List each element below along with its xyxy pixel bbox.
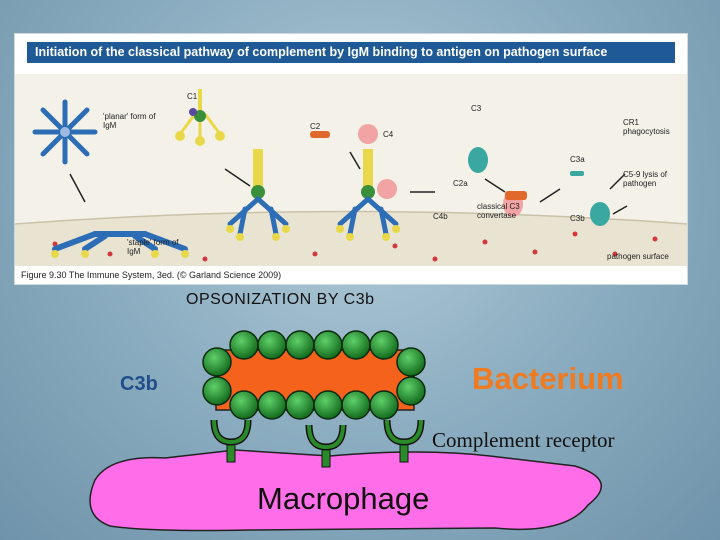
label-c3b: C3b [570, 214, 585, 223]
c3-convertase-icon [503, 191, 527, 217]
complement-receptor-1 [210, 419, 252, 463]
figure-header: Initiation of the classical pathway of c… [15, 34, 687, 74]
arrow-icon [224, 168, 251, 187]
complement-receptor-2 [305, 424, 347, 468]
planar-igm-core [60, 127, 70, 137]
bacterium-label: Bacterium [472, 361, 624, 396]
c2-icon [310, 131, 330, 138]
figure-title: Initiation of the classical pathway of c… [27, 42, 675, 63]
complement-receptor-label: Complement receptor [432, 428, 615, 452]
figure-caption-text: Figure 9.30 The Immune System, 3ed. (© G… [21, 270, 282, 280]
label-c4b: C4b [433, 212, 448, 221]
label-c4: C4 [383, 130, 394, 139]
bound-complex-icon-2 [336, 149, 400, 241]
label-c59: C5-9 lysis of pathogen [623, 170, 668, 188]
label-c2: C2 [310, 122, 321, 131]
figure-caption: Figure 9.30 The Immune System, 3ed. (© G… [15, 266, 687, 284]
arrow-icon [612, 205, 628, 215]
c3b-fragment-icon [590, 202, 610, 226]
complement-receptor-3 [383, 419, 425, 463]
label-c1: C1 [187, 92, 198, 101]
arrow-icon [69, 173, 86, 203]
label-c3a: C3a [570, 155, 585, 164]
staple-igm-icon [52, 231, 188, 252]
antigen-dots [51, 250, 189, 258]
label-planar-igm: 'planar' form of IgM [103, 112, 156, 130]
c3b-label: C3b [120, 373, 158, 395]
label-staple-igm: 'staple' form of IgM [127, 238, 179, 256]
c1-complex-icon [175, 89, 225, 146]
label-cr1: CR1 phagocytosis [623, 118, 670, 136]
arrow-icon [349, 151, 361, 170]
c3a-icon [570, 171, 584, 176]
macrophage-label: Macrophage [257, 481, 430, 516]
opsonization-title: OPSONIZATION BY C3b [186, 291, 375, 308]
bound-complex-icon-1 [226, 149, 290, 241]
arrow-icon [609, 173, 626, 190]
c3b-spheres [202, 330, 426, 420]
c4-icon [358, 124, 378, 144]
pathway-illustration [15, 89, 687, 266]
label-c3: C3 [471, 104, 482, 113]
label-pathogen-surface: pathogen surface [607, 252, 669, 261]
label-c2a: C2a [453, 179, 468, 188]
arrow-icon [539, 188, 561, 203]
label-convertase: classical C3 convertase [477, 202, 520, 220]
figure-panel: Initiation of the classical pathway of c… [14, 33, 688, 285]
c3-icon [468, 147, 488, 173]
arrow-icon [484, 178, 506, 193]
